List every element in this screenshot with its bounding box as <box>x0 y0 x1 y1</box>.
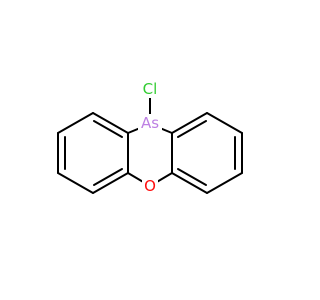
bond-left-ring-double-1 <box>93 120 123 138</box>
bond-right-ring-double-1 <box>177 120 207 138</box>
structure-canvas: Cl As O <box>57 80 243 195</box>
arsenic-label-background <box>138 114 162 132</box>
oxygen-label-background <box>142 177 158 195</box>
bond-right-ring-double-3 <box>177 168 207 186</box>
bond-right-ring-2 <box>206 112 243 134</box>
arsenic-atom-label: As <box>141 114 159 132</box>
bond-left-ring-2 <box>57 112 94 134</box>
bond-left-ring-4 <box>57 172 94 194</box>
molecule-diagram: Cl As O <box>57 80 243 195</box>
chlorine-label-background <box>140 80 160 98</box>
bond-left-ring-1 <box>92 112 129 134</box>
bond-right-ring-1 <box>171 112 208 134</box>
chlorine-atom-label: Cl <box>143 80 158 98</box>
bond-left-ring-5 <box>92 172 129 194</box>
bond-right-ring-4 <box>206 172 243 194</box>
bond-left-ring-double-3 <box>93 168 123 186</box>
bond-right-ring-5 <box>171 172 208 194</box>
oxygen-atom-label: O <box>144 177 156 195</box>
